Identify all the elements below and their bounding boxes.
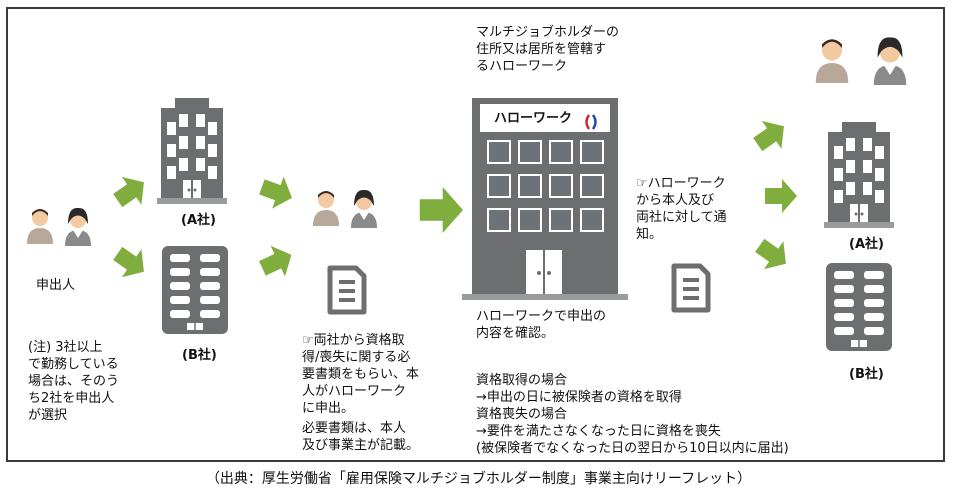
hellowork-confirm-text: ハローワークで申出の 内容を確認。 <box>476 309 607 341</box>
company-b-label: (B社) <box>182 348 217 363</box>
company-a-building-icon <box>156 97 228 205</box>
arrow-to-right-a <box>765 179 797 213</box>
company-a-label: (A社) <box>181 213 216 228</box>
submission-text: ☞両社から資格取 得/喪失に関する必 要書類をもらい、本 人がハローワーク に申… <box>302 333 420 416</box>
right-company-a-label: (A社) <box>849 237 884 252</box>
submitter-person-female <box>351 189 377 228</box>
arrow-a-to-submit <box>256 170 298 214</box>
submission-note: 必要書類は、本人 及び事業主が記載。 <box>302 421 420 453</box>
applicant-person-male <box>27 209 53 244</box>
arrow-to-right-persons <box>747 112 794 159</box>
hellowork-building-icon <box>462 98 628 300</box>
company-b-building-icon <box>161 245 229 335</box>
right-company-b-building-icon <box>825 262 893 352</box>
document-icon <box>330 268 364 312</box>
arrow-applicant-to-b <box>107 239 154 286</box>
arrow-to-hellowork <box>419 187 463 233</box>
right-company-b-label: (B社) <box>849 367 884 382</box>
arrow-to-right-b <box>749 231 796 278</box>
source-caption: （出典：厚生労働省「雇用保険マルチジョブホルダー制度」事業主向けリーフレット） <box>205 471 752 487</box>
right-person-female <box>873 37 907 85</box>
right-person-male <box>815 39 849 83</box>
hellowork-header: マルチジョブホルダーの 住所又は居所を管轄す るハローワーク <box>476 25 620 74</box>
hellowork-logo-icon <box>585 114 597 130</box>
submitter-person-male <box>313 191 339 226</box>
arrow-b-to-submit <box>255 239 299 284</box>
right-company-a-building-icon <box>823 121 895 229</box>
arrow-applicant-to-a <box>107 168 154 215</box>
applicant-label: 申出人 <box>36 278 76 293</box>
notification-document-icon <box>674 266 708 310</box>
qualification-cases-text: 資格取得の場合 →申出の日に被保険者の資格を取得 資格喪失の場合 →要件を満たさ… <box>476 373 789 456</box>
selection-note: (注) 3社以上 で勤務している 場合は、そのう ち2社を申出人 が選択 <box>28 340 120 423</box>
notification-text: ☞ハローワーク から本人及び 両社に対して通 知。 <box>636 176 727 242</box>
applicant-person-female <box>65 207 91 246</box>
hellowork-sign: ハローワーク <box>494 111 573 126</box>
